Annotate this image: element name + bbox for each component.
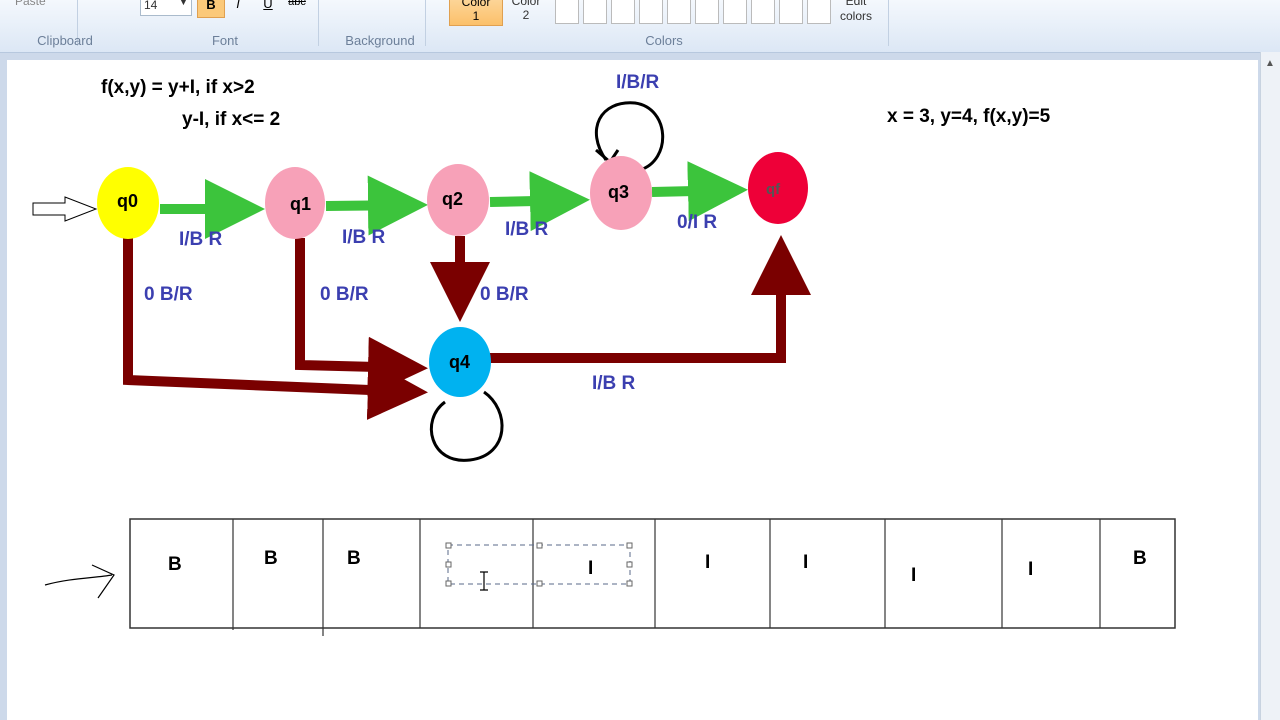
text-cursor-icon [480,571,488,591]
color1-label: Color [461,0,491,9]
loop-q3 [595,101,665,172]
label-q1-q4: 0 B/R [320,284,369,305]
edit-colors-button[interactable]: Edit colors [839,0,872,23]
arrow-q1-q2 [325,175,428,236]
tape [129,518,1176,629]
arrow-q0-q4 [123,238,428,420]
font-size-select[interactable]: 14 ▼ [140,0,192,16]
arrow-q1-q4 [295,238,428,397]
state-label-q3: q3 [608,182,629,202]
label-q0-q4: 0 B/R [144,284,193,305]
label-q3-loop: I/B/R [616,72,660,93]
state-label-q1: q1 [290,194,311,214]
state-label-q4: q4 [449,352,470,372]
vertical-scrollbar[interactable]: ▲ [1260,52,1280,720]
chevron-down-icon: ▼ [179,0,188,7]
strikethrough-button[interactable]: abc [288,0,306,8]
color1-num: 1 [472,9,480,23]
color2-num: 2 [522,8,530,22]
tape-head-arrow [44,564,115,599]
color-swatch[interactable] [555,0,579,24]
label-q2-q4: 0 B/R [480,284,529,305]
color-swatch[interactable] [779,0,803,24]
state-label-qf: qf [766,181,781,198]
color-swatch[interactable] [695,0,719,24]
group-font: Font [211,33,238,48]
state-q2 [427,164,489,236]
color-swatch[interactable] [751,0,775,24]
start-arrow [32,196,98,222]
tape-cell-6: I [705,552,710,573]
tape-cell-7: I [803,552,808,573]
color-swatch[interactable] [611,0,635,24]
tape-cell-10: B [1133,548,1147,569]
label-q0-q1: I/B R [179,229,223,250]
arrow-q2-q3 [489,171,590,232]
color-swatch[interactable] [723,0,747,24]
state-label-q0: q0 [117,191,138,211]
color-swatch[interactable] [639,0,663,24]
label-q2-q3: I/B R [505,219,549,240]
tape-cell-8: I [911,565,916,586]
state-q3 [590,156,652,230]
bold-button[interactable]: B [197,0,225,18]
font-size-value: 14 [144,0,158,12]
state-q0 [97,167,159,239]
paste-button[interactable]: Paste [15,0,46,8]
underline-button[interactable]: U [263,0,273,11]
function-line2: y-I, if x<= 2 [182,109,280,130]
italic-button[interactable]: I [236,0,240,11]
label-q4-qf: I/B R [592,373,636,394]
color2-label: Color [511,0,541,8]
function-line1: f(x,y) = y+I, if x>2 [101,77,255,98]
scroll-up-icon[interactable]: ▲ [1265,58,1275,69]
label-q1-q2: I/B R [342,227,386,248]
tape-cell-9: I [1028,559,1033,580]
tape-cell-2: B [264,548,278,569]
arrow-q3-qf [651,161,748,222]
tape-cell-5: I [588,558,593,579]
state-q4 [429,327,491,397]
text-selection-box[interactable] [445,542,633,587]
tape-cell-1: B [168,554,182,575]
loop-q4 [429,390,504,462]
color-swatch[interactable] [807,0,831,24]
color-swatch[interactable] [667,0,691,24]
group-clipboard: Clipboard [37,33,93,48]
example-text: x = 3, y=4, f(x,y)=5 [887,106,1051,127]
state-q1 [265,167,325,239]
state-label-q2: q2 [442,189,463,209]
group-background: Background [345,33,415,48]
group-colors: Colors [645,33,683,48]
arrow-q4-qf [490,235,811,363]
state-qf [748,152,808,224]
tape-cell-3: B [347,548,361,569]
color-palette [555,0,831,24]
color-swatch[interactable] [583,0,607,24]
label-q3-qf: 0/I R [677,212,717,233]
